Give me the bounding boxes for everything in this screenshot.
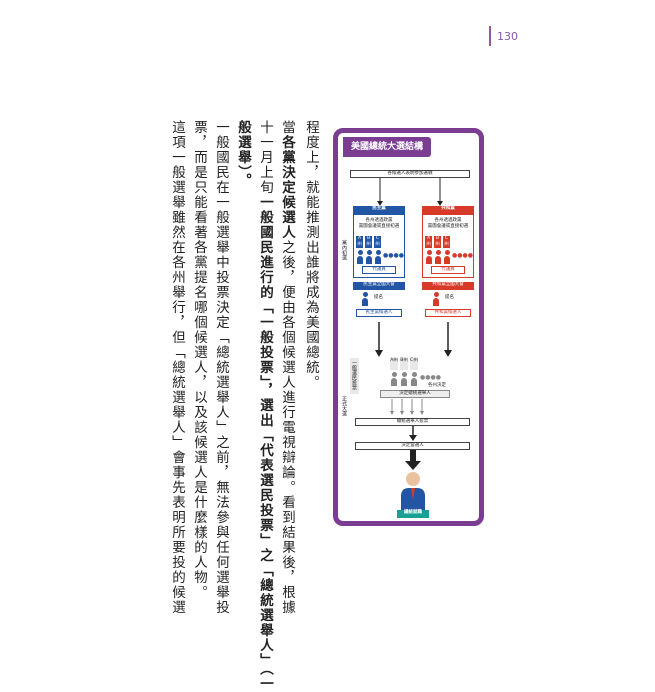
- text-column-4: 般選舉）。: [235, 120, 251, 189]
- general-state-c: C州: [410, 358, 418, 370]
- rep-sub: 各州透過政黨 黨團會議或直接初選: [427, 218, 469, 229]
- side-label-general: 一般選民投票: [351, 360, 357, 390]
- general-state-b: B州: [400, 358, 408, 370]
- electors-arrows: [390, 399, 424, 415]
- candidate-arrows: [375, 322, 452, 357]
- dem-delegate-icon: [357, 250, 363, 264]
- decide-winner-box: 決定當選人: [355, 442, 470, 450]
- dem-state-c: C州: [374, 236, 381, 248]
- voter-icon: [411, 372, 417, 386]
- decide-electors-box: 決定總統選舉人: [380, 390, 450, 398]
- vote-arrow: [409, 426, 417, 441]
- text-column-7: 這項一般選舉雖然在各州舉行，但「總統選舉人」會事先表明所要投的候選: [169, 120, 185, 615]
- rep-state-b: B州: [434, 236, 441, 248]
- rep-nominate-label: 提名: [445, 295, 454, 300]
- rep-convention: 共和黨全國大會: [422, 282, 474, 290]
- state-decide-label: 各州決定: [428, 383, 446, 388]
- dem-delegates-box: 代議員: [362, 266, 396, 274]
- winner-arrow: [405, 450, 421, 470]
- dem-convention: 民主黨全國大會: [353, 282, 405, 290]
- side-label-formal: 正式大選: [341, 396, 347, 416]
- text-column-3: 十一月上旬一般國民進行的「一般投票」，選出「代表選民投票」之「總統選舉人」（一: [257, 120, 273, 692]
- text-column-5: 一般國民在一般選舉中投票決定「總統選舉人」之前，無法參與任何選舉投: [213, 120, 229, 615]
- dem-dots: ●●●●: [383, 252, 404, 259]
- rep-delegates-box: 代議員: [431, 266, 465, 274]
- voter-dots: ●●●●: [420, 374, 441, 381]
- rep-delegate-icon: [426, 250, 432, 264]
- rep-nominee-icon: [433, 292, 439, 306]
- dem-candidate: 民主黨候選人: [356, 309, 402, 317]
- electors-vote-box: 總統選舉人投票: [355, 418, 470, 426]
- dem-delegate-icon: [375, 250, 381, 264]
- dem-header: 民主黨: [353, 206, 405, 214]
- rep-delegate-icon: [444, 250, 450, 264]
- rep-state-a: A州: [425, 236, 432, 248]
- dem-state-a: A州: [356, 236, 363, 248]
- dem-sub: 各州透過政黨 黨團會議或直接初選: [358, 218, 400, 229]
- candidates-announce-box: 各候選人表明參加選戰: [350, 170, 470, 178]
- voter-icon: [401, 372, 407, 386]
- side-label-primary: 黨內初選: [341, 240, 347, 260]
- page-divider: [489, 26, 491, 46]
- rep-candidate: 共和黨候選人: [425, 309, 471, 317]
- president-inauguration: 總統就職: [397, 510, 429, 518]
- text-column-6: 票，而是只能看著各黨提名哪個候選人，以及該候選人是什麼樣的人物。: [191, 120, 207, 600]
- diagram-title: 美國總統大選結構: [343, 137, 432, 157]
- diagram-frame: [333, 128, 484, 526]
- general-state-a: A州: [390, 358, 398, 370]
- top-connector: [377, 178, 443, 206]
- dem-nominate-label: 提名: [374, 295, 383, 300]
- rep-state-c: C州: [443, 236, 450, 248]
- dem-delegate-icon: [366, 250, 372, 264]
- rep-header: 共和黨: [422, 206, 474, 214]
- dem-state-b: B州: [365, 236, 372, 248]
- general-voters-tag: [350, 358, 359, 394]
- text-column-1: 程度上，就能推測出誰將成為美國總統。: [303, 120, 319, 390]
- rep-delegate-icon: [435, 250, 441, 264]
- president-icon: [401, 472, 425, 510]
- rep-dots: ●●●●: [452, 252, 473, 259]
- page-number: 130: [497, 30, 518, 43]
- text-column-2: 當各黨決定候選人之後，便由各個候選人進行電視辯論。看到結果後，根據: [279, 120, 295, 615]
- dem-nominee-icon: [362, 292, 368, 306]
- voter-icon: [391, 372, 397, 386]
